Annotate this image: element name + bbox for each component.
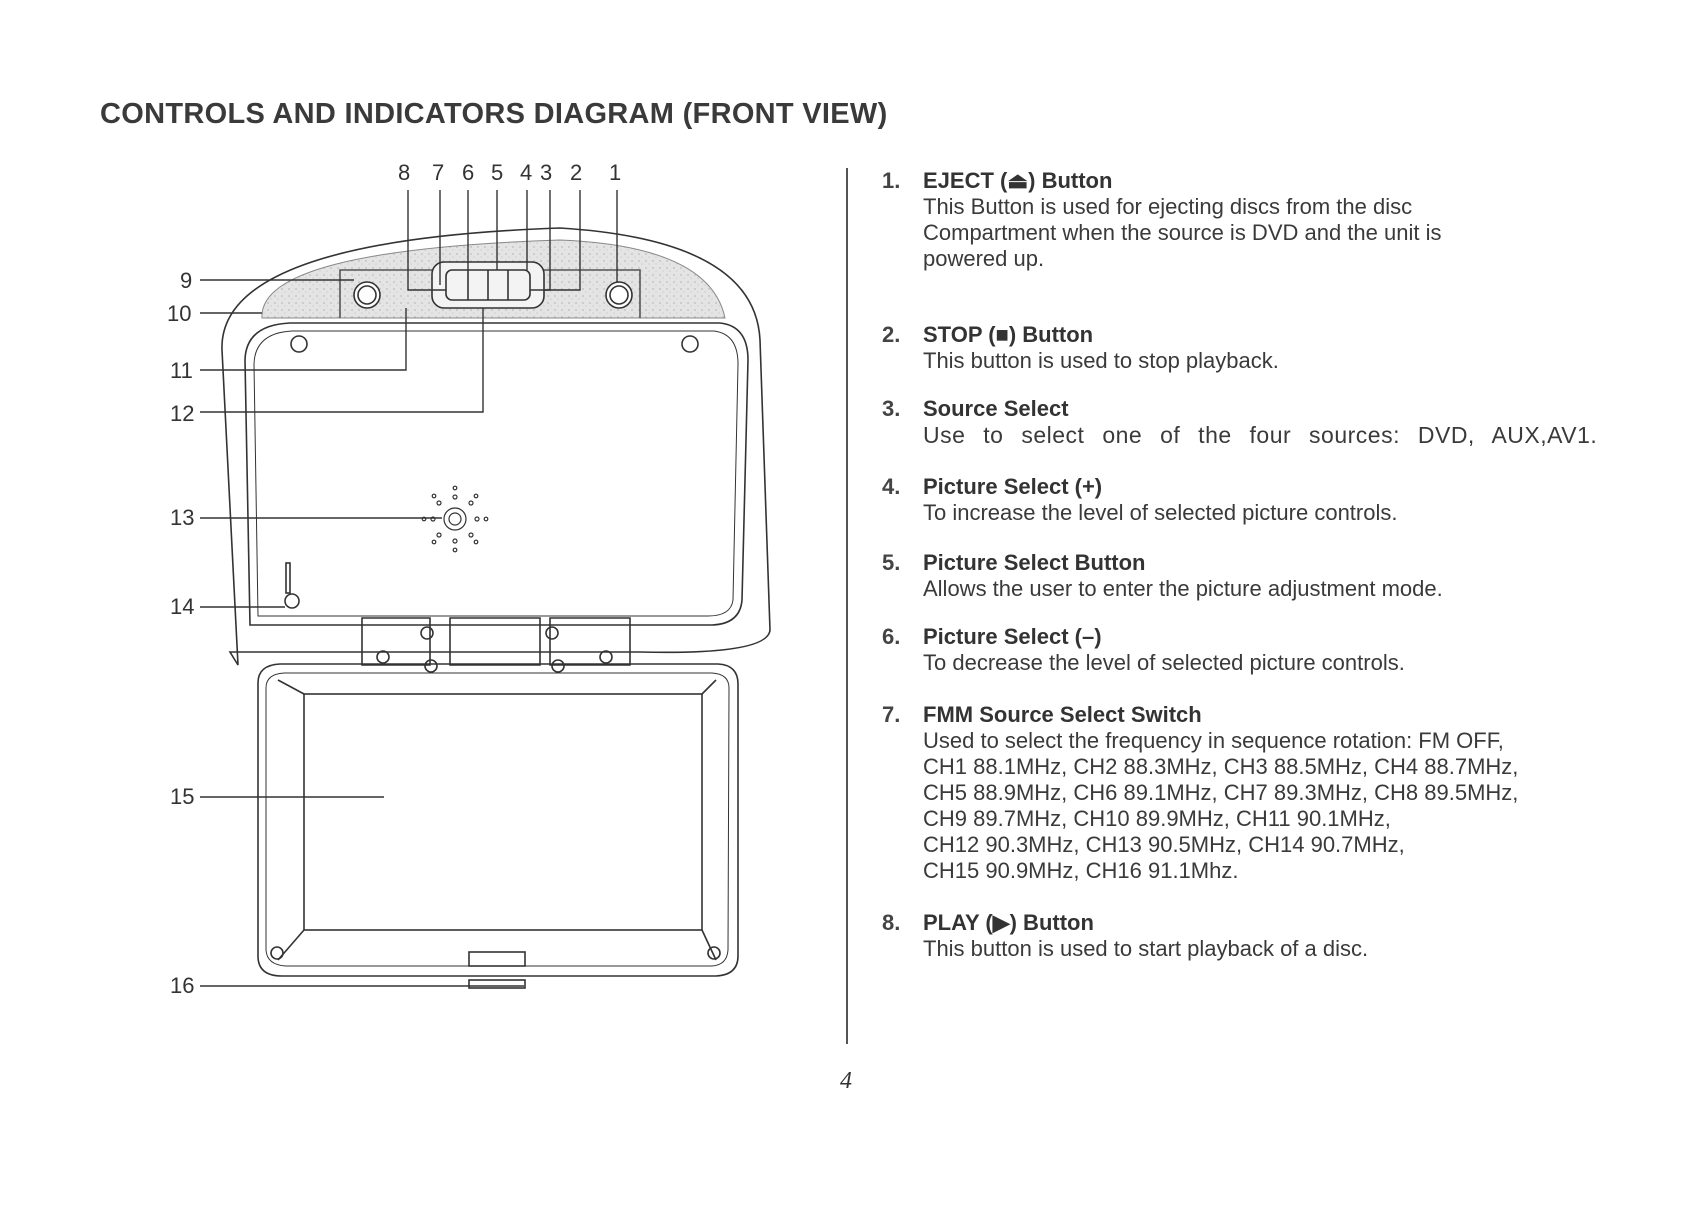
description-line: powered up.: [923, 246, 1045, 271]
item-number: 2.: [882, 322, 901, 347]
callout-12: 12: [170, 401, 194, 426]
item-description: This button is used to start playback of…: [923, 936, 1643, 962]
description-line: This button is used to stop playback.: [923, 348, 1279, 373]
callout-8: 8: [398, 160, 410, 185]
item-title: Source Select: [923, 396, 1069, 421]
description-line: Used to select the frequency in sequence…: [923, 728, 1504, 753]
callout-14: 14: [170, 594, 194, 619]
item-number: 5.: [882, 550, 901, 575]
callout-6: 6: [462, 160, 474, 185]
description-line: Use to select one of the four sources: D…: [923, 422, 1598, 448]
callout-4: 4: [520, 160, 532, 185]
item-description: To decrease the level of selected pictur…: [923, 650, 1643, 676]
item-description: To increase the level of selected pictur…: [923, 500, 1643, 526]
description-line: CH9 89.7MHz, CH10 89.9MHz, CH11 90.1MHz,: [923, 806, 1391, 831]
item-title: FMM Source Select Switch: [923, 702, 1202, 727]
description-line: This button is used to start playback of…: [923, 936, 1369, 961]
description-line: CH1 88.1MHz, CH2 88.3MHz, CH3 88.5MHz, C…: [923, 754, 1519, 779]
callout-11: 11: [170, 358, 193, 383]
description-line: Allows the user to enter the picture adj…: [923, 576, 1443, 601]
callout-3: 3: [540, 160, 552, 185]
description-line: CH15 90.9MHz, CH16 91.1Mhz.: [923, 858, 1239, 883]
item-title: Picture Select Button: [923, 550, 1146, 575]
callout-9: 9: [180, 268, 192, 293]
item-description: Used to select the frequency in sequence…: [923, 728, 1643, 884]
item-number: 3.: [882, 396, 901, 421]
leader-lines: [200, 190, 618, 987]
device-outline: [221, 227, 771, 989]
item-description: Use to select one of the four sources: D…: [923, 422, 1643, 448]
item-description: This button is used to stop playback.: [923, 348, 1643, 374]
page-title: CONTROLS AND INDICATORS DIAGRAM (FRONT V…: [100, 98, 888, 130]
item-title: Picture Select (+): [923, 474, 1103, 499]
description-line: To decrease the level of selected pictur…: [923, 650, 1405, 675]
page-number: 4: [840, 1068, 852, 1094]
speaker-grille: [421, 485, 489, 553]
device-front-view-diagram: 8 7 6 5 4 3 2 1 9 10 11 12 13 14 15 16: [167, 160, 771, 998]
description-line: Compartment when the source is DVD and t…: [923, 220, 1442, 245]
callout-5: 5: [491, 160, 503, 185]
item-description: Allows the user to enter the picture adj…: [923, 576, 1643, 602]
column-divider: [846, 168, 848, 1044]
callout-16: 16: [170, 973, 194, 998]
item-title: Picture Select (–): [923, 624, 1102, 649]
item-title: EJECT (⏏) Button: [923, 168, 1113, 193]
callout-7: 7: [432, 160, 444, 185]
description-line: CH5 88.9MHz, CH6 89.1MHz, CH7 89.3MHz, C…: [923, 780, 1519, 805]
description-line: CH12 90.3MHz, CH13 90.5MHz, CH14 90.7MHz…: [923, 832, 1405, 857]
description-line: To increase the level of selected pictur…: [923, 500, 1398, 525]
callout-15: 15: [170, 784, 194, 809]
description-line: This Button is used for ejecting discs f…: [923, 194, 1413, 219]
item-title: STOP (■) Button: [923, 322, 1094, 347]
callout-10: 10: [167, 301, 191, 326]
callout-1: 1: [609, 160, 621, 185]
item-number: 1.: [882, 168, 901, 193]
item-number: 4.: [882, 474, 901, 499]
callout-13: 13: [170, 505, 194, 530]
item-description: This Button is used for ejecting discs f…: [923, 194, 1643, 272]
callout-2: 2: [570, 160, 582, 185]
item-number: 6.: [882, 624, 901, 649]
item-number: 7.: [882, 702, 901, 727]
item-number: 8.: [882, 910, 901, 935]
item-title: PLAY (▶) Button: [923, 910, 1094, 935]
